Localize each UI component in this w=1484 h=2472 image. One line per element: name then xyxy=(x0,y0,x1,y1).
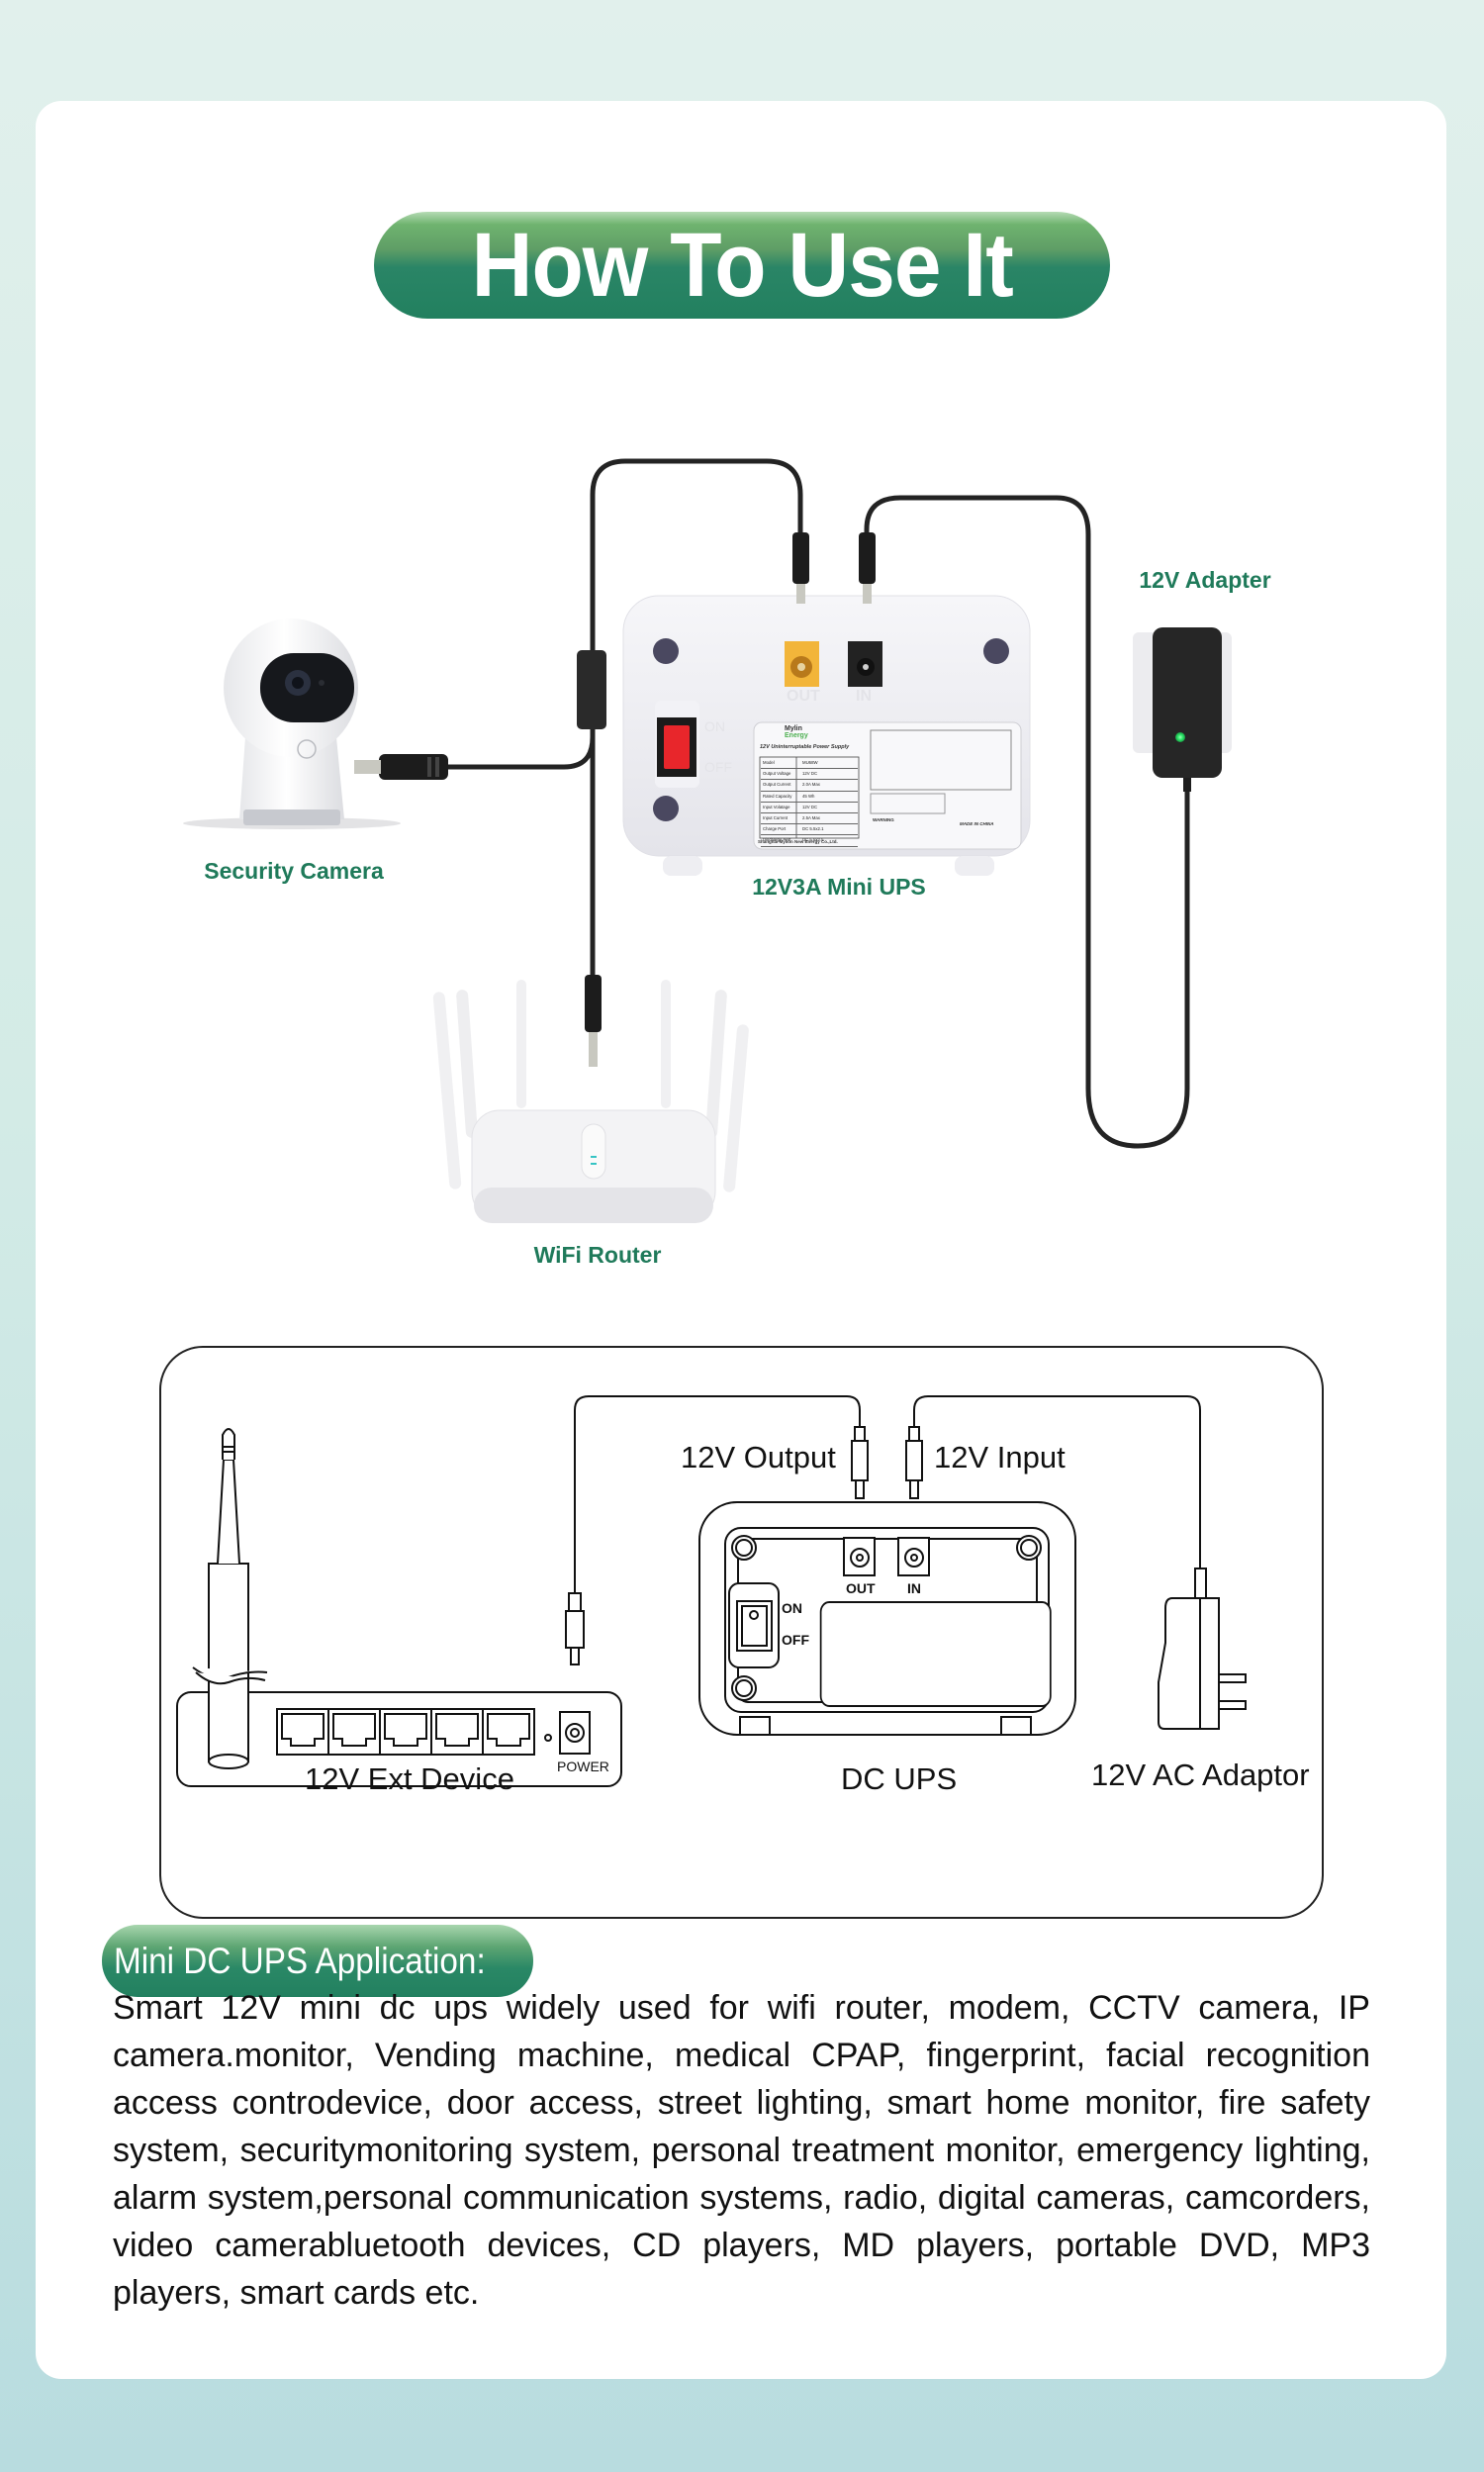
spec-key: Discharge Port xyxy=(763,837,791,843)
mini-ups-image xyxy=(622,595,1031,876)
spec-row: Output Current 2.0A Max xyxy=(761,780,858,792)
adapter-led xyxy=(1175,732,1185,742)
ups-spec-label xyxy=(753,721,1022,850)
spec-value: 12V DC xyxy=(802,771,818,777)
ups-warning-title: WARNING xyxy=(873,817,894,822)
spec-row: Charge Port DC 5.5x2.1 xyxy=(761,824,858,836)
ups-spec-rows: Model MU68W Output Voltage 12V DC Output Cur… xyxy=(761,758,858,847)
ups-in-port-label: IN xyxy=(856,688,872,705)
spec-value: 12V DC xyxy=(802,804,818,809)
ups-out-plug xyxy=(792,532,809,604)
line-label-ac-adaptor: 12V AC Adaptor xyxy=(1091,1758,1310,1792)
spec-key: Charge Port xyxy=(763,826,787,832)
cables xyxy=(442,458,1190,1149)
router-dc-plug xyxy=(585,975,602,1067)
line-cable-output xyxy=(574,1395,861,1593)
line-label-12v-input: 12V Input xyxy=(934,1440,1066,1474)
ethernet-port-socket xyxy=(384,1713,427,1747)
line-cable-input xyxy=(913,1395,1201,1569)
label-wifi-router: WiFi Router xyxy=(533,1242,662,1268)
line-router-ports xyxy=(276,1708,535,1756)
spec-value: 2.5A Max xyxy=(802,815,820,821)
line-diagram-frame xyxy=(159,1346,1324,1919)
spec-row: Input Current 2.5A Max xyxy=(761,813,858,825)
spec-value: MU68W xyxy=(802,760,818,765)
ups-manufacturer: Shanghai Mylion New Energy Co.,Ltd. xyxy=(758,839,838,844)
cable-ups-out-to-devices xyxy=(590,458,803,978)
spec-row: Model MU68W xyxy=(761,758,858,770)
ethernet-port-socket xyxy=(487,1713,530,1747)
camera-dc-plug xyxy=(354,754,448,780)
spec-value: DC 5.5x2.1 xyxy=(802,826,824,832)
ups-product-name: 12V Uninterruptable Power Supply xyxy=(760,744,850,750)
ethernet-port-socket xyxy=(281,1713,325,1747)
ethernet-port-socket xyxy=(332,1713,376,1747)
spec-key: Rated Capacity xyxy=(763,793,792,799)
spec-value: 2.0A Max xyxy=(802,782,820,788)
line-ups-plugs xyxy=(851,1426,923,1499)
line-label-ext-device: 12V Ext Device xyxy=(305,1761,514,1796)
line-switch-on-label: ON xyxy=(782,1600,802,1616)
line-label-12v-output: 12V Output xyxy=(681,1440,836,1474)
line-ups-drawing xyxy=(698,1501,1076,1736)
line-switch-off-label: OFF xyxy=(782,1632,809,1648)
line-connection-diagram xyxy=(176,1395,1247,1787)
ups-switch-on-label: ON xyxy=(704,718,725,734)
line-router-power-jack xyxy=(544,1711,591,1755)
label-security-camera: Security Camera xyxy=(204,858,384,884)
line-router-plug xyxy=(565,1592,585,1665)
line-ac-adaptor-drawing xyxy=(1158,1568,1247,1730)
label-12v-adapter: 12V Adapter xyxy=(1139,567,1271,593)
brand-line-2: Energy xyxy=(785,732,808,739)
line-ups-out-label: OUT xyxy=(846,1580,876,1596)
security-camera-image xyxy=(183,618,401,829)
spec-row: Rated Capacity 45 Wh xyxy=(761,792,858,803)
spec-key: Output Current xyxy=(763,782,791,788)
page-title: How To Use It xyxy=(471,214,1013,316)
application-heading: Mini DC UPS Application: xyxy=(114,1940,486,1981)
spec-key: Input Current xyxy=(763,815,788,821)
spec-row: Discharge Port DC 5.5x2.5 xyxy=(761,835,858,847)
spec-value: DC 5.5x2.5 xyxy=(802,837,824,843)
application-heading-pill: Mini DC UPS Application: xyxy=(102,1925,533,1997)
spec-table xyxy=(759,756,860,839)
content-card xyxy=(36,101,1446,2379)
spec-value: 45 Wh xyxy=(802,793,815,799)
ups-out-port-label: OUT xyxy=(787,688,820,705)
wifi-router-image xyxy=(432,980,749,1223)
brand-line-1: Mylin xyxy=(785,725,802,732)
line-label-dc-ups: DC UPS xyxy=(841,1761,958,1796)
spec-row: Input Volatage 12V DC xyxy=(761,803,858,814)
cable-branch-to-camera xyxy=(442,724,596,770)
cable-adapter-to-ups-in xyxy=(864,495,1190,1149)
ups-brand-logo: Mylin Energy xyxy=(785,725,808,739)
application-description: Smart 12V mini dc ups widely used for wi… xyxy=(113,1989,1370,2312)
ups-made-in: MADE IN CHINA xyxy=(960,821,994,826)
ferrite-core xyxy=(577,650,606,729)
adapter-image xyxy=(1133,627,1232,792)
label-mini-ups: 12V3A Mini UPS xyxy=(752,874,926,900)
line-router-power-label: POWER xyxy=(557,1759,609,1774)
spec-key: Model xyxy=(763,760,775,765)
spec-row: Output Voltage 12V DC xyxy=(761,769,858,781)
title-banner: How To Use It xyxy=(374,212,1110,319)
ups-switch-off-label: OFF xyxy=(704,759,732,775)
line-ups-in-label: IN xyxy=(907,1580,921,1596)
spec-key: Input Volatage xyxy=(763,804,790,809)
photo-connection-diagram xyxy=(183,458,1232,1223)
spec-key: Output Voltage xyxy=(763,771,791,777)
ups-in-plug xyxy=(859,532,876,604)
ethernet-port-socket xyxy=(435,1713,479,1747)
